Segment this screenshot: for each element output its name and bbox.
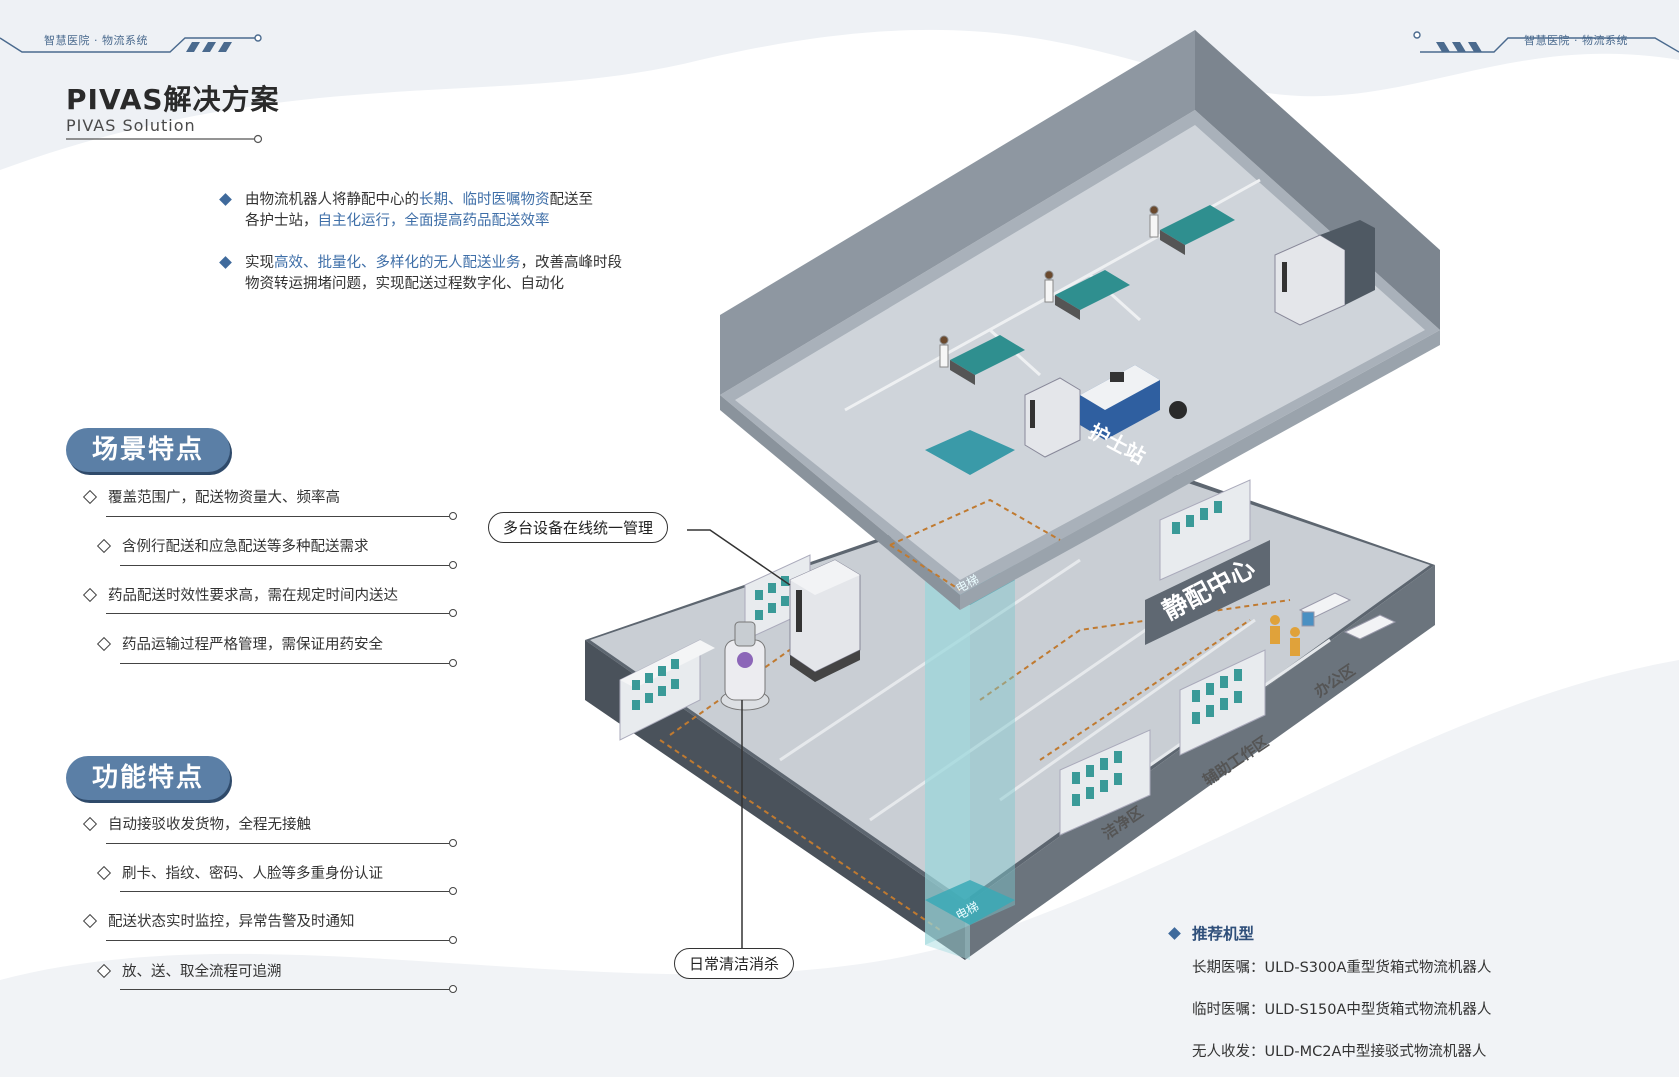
intro-bullet-1-line-1: 由物流机器人将静配中心的长期、临时医嘱物资配送至 (245, 192, 593, 208)
recommend-item: 长期医嘱：ULD-S300A重型货箱式物流机器人 (1192, 960, 1492, 976)
shelf-aux (1179, 649, 1266, 756)
function-item: 配送状态实时监控，异常告警及时通知 (108, 914, 355, 930)
line-end-dot (449, 887, 457, 895)
nurse-station (1080, 365, 1187, 440)
function-item: 刷卡、指纹、密码、人脸等多重身份认证 (122, 866, 383, 882)
divider (120, 565, 449, 566)
intro-bullet-2-line-2: 物资转运拥堵问题，实现配送过程数字化、自动化 (245, 276, 564, 292)
function-item: 自动接驳收发货物，全程无接触 (108, 817, 311, 833)
header-deco-right (1413, 31, 1679, 53)
elevator-floor-top (925, 430, 1015, 475)
header-tag-left: 智慧医院 · 物流系统 (44, 34, 148, 47)
upper-floor (720, 30, 1440, 610)
scene-item: 覆盖范围广，配送物资量大、频率高 (108, 490, 340, 506)
shelf-pivas (1159, 479, 1251, 581)
function-item: 放、送、取全流程可追溯 (122, 964, 282, 980)
intro-bullet-1-line-2: 各护士站，自主化运行，全面提高药品配送效率 (245, 213, 550, 229)
line-end-dot (449, 609, 457, 617)
bg-wave-bottom (0, 660, 1679, 1077)
line-end-dot (449, 985, 457, 993)
scene-item: 含例行配送和应急配送等多种配送需求 (122, 539, 369, 555)
header-deco-left (0, 34, 262, 53)
page-subtitle: PIVAS Solution (66, 116, 196, 135)
divider (106, 940, 449, 941)
cleaning-robot (720, 621, 770, 711)
divider (120, 663, 449, 664)
line-end-dot (449, 561, 457, 569)
scene-heading: 场景特点 (66, 428, 231, 472)
function-heading: 功能特点 (66, 756, 231, 800)
delivery-robot-upper-2 (1274, 220, 1375, 326)
line-end-dot (449, 512, 457, 520)
scene-item: 药品配送时效性要求高，需在规定时间内送达 (108, 588, 398, 604)
callout-cleaning: 日常清洁消杀 (674, 948, 795, 979)
callout-leaders (687, 529, 791, 962)
intro-bullet-1: 由物流机器人将静配中心的长期、临时医嘱物资配送至 各护士站，自主化运行，全面提高… (245, 190, 593, 232)
upper-route (889, 498, 1061, 591)
office-staff (1270, 615, 1300, 656)
page-title: PIVAS解决方案 (66, 83, 280, 116)
office-desks (1298, 592, 1397, 640)
elevator-floor-bottom (925, 880, 1015, 925)
pivas-wall (1145, 540, 1270, 645)
title-underline (66, 134, 263, 144)
shelf-clean (1059, 729, 1151, 836)
callout-management: 多台设备在线统一管理 (488, 512, 669, 543)
delivery-robot-lower (789, 559, 861, 682)
line-end-dot (449, 659, 457, 667)
line-end-dot (449, 839, 457, 847)
bg-wave-top (0, 0, 1679, 170)
header-tag-right: 智慧医院 · 物流系统 (1524, 34, 1628, 47)
scene-item: 药品运输过程严格管理，需保证用药安全 (122, 637, 383, 653)
divider (106, 843, 449, 844)
ward-beds (950, 205, 1235, 385)
line-end-dot (449, 936, 457, 944)
shelf-left (619, 639, 715, 741)
recommend-item: 无人收发：ULD-MC2A中型接驳式物流机器人 (1192, 1044, 1487, 1060)
divider (120, 891, 449, 892)
lower-floor (585, 455, 1435, 960)
divider (106, 613, 449, 614)
divider (120, 989, 449, 990)
intro-bullet-2: 实现高效、批量化、多样化的无人配送业务，改善高峰时段 物资转运拥堵问题，实现配送… (245, 253, 622, 295)
recommend-title: 推荐机型 (1192, 925, 1255, 943)
delivery-robot-upper (1024, 377, 1081, 458)
intro-bullet-2-line-1: 实现高效、批量化、多样化的无人配送业务，改善高峰时段 (245, 255, 622, 271)
divider (106, 516, 449, 517)
ward-staff (939, 205, 1159, 368)
recommend-item: 临时医嘱：ULD-S150A中型货箱式物流机器人 (1192, 1002, 1492, 1018)
